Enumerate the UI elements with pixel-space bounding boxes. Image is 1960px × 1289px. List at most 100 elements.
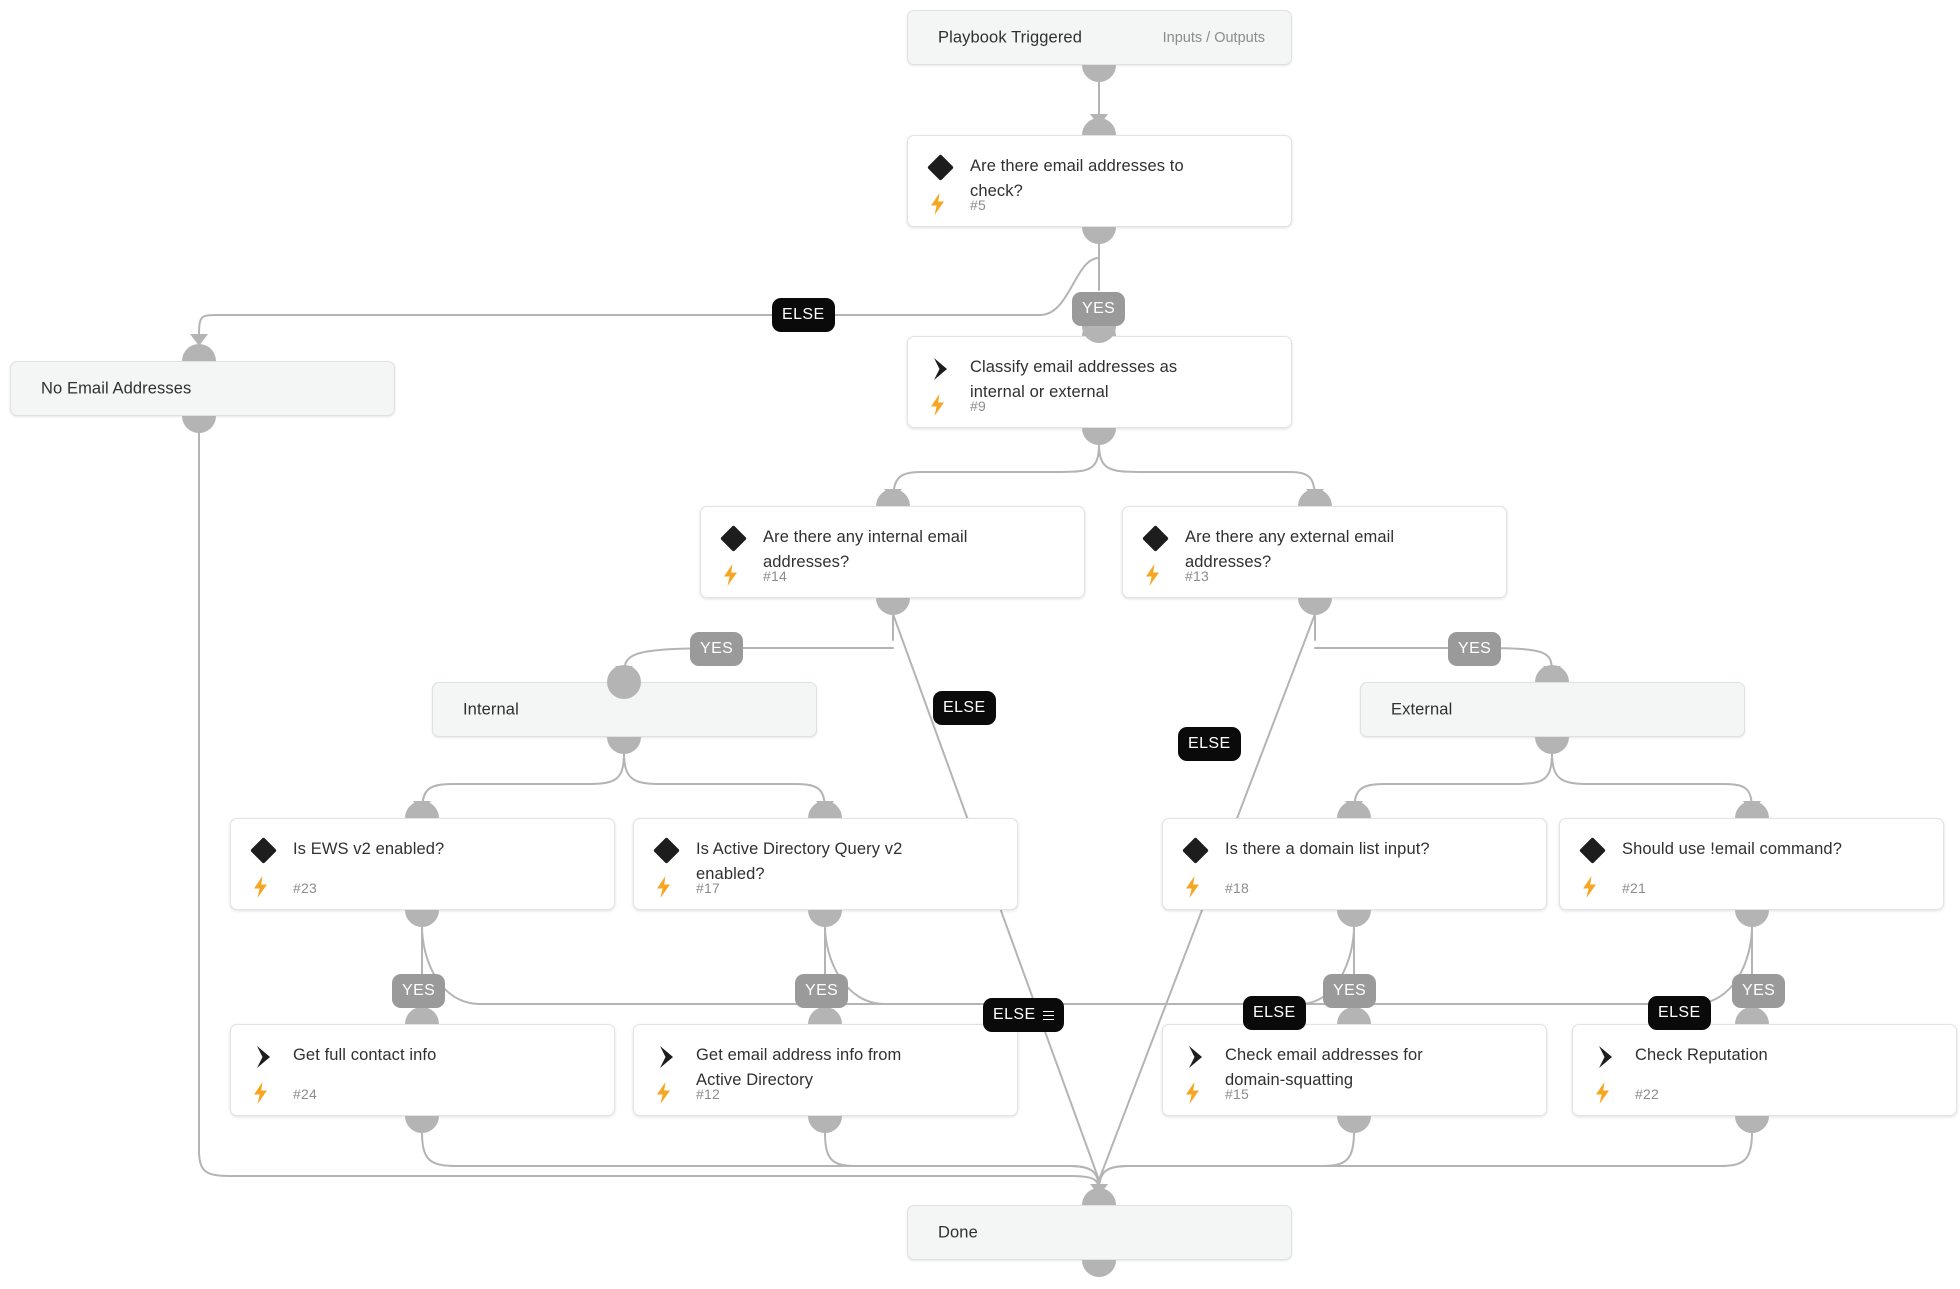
- diamond-icon: [653, 837, 680, 864]
- port-5-in[interactable]: [1082, 118, 1116, 135]
- badge-label: ELSE: [993, 1006, 1036, 1023]
- badge-yes-14[interactable]: YES: [690, 632, 744, 666]
- badge-yes-5[interactable]: YES: [1072, 292, 1126, 326]
- node-id-label: #24: [293, 1086, 317, 1102]
- condition-node-21[interactable]: #21 Should use !email command?: [1559, 818, 1944, 910]
- port-external-out[interactable]: [1535, 737, 1569, 754]
- task-node-24[interactable]: #24 Get full contact info: [230, 1024, 615, 1116]
- port-5-out[interactable]: [1082, 227, 1116, 244]
- external-section-node[interactable]: External: [1360, 682, 1745, 737]
- edge-9-to-14: [892, 443, 1100, 501]
- badge-else-21[interactable]: ELSE: [1648, 996, 1711, 1030]
- badge-else-13[interactable]: ELSE: [1178, 727, 1241, 761]
- badge-label: YES: [1458, 640, 1492, 657]
- port-17-out[interactable]: [808, 910, 842, 927]
- diamond-icon: [1579, 837, 1606, 864]
- badge-label: ELSE: [782, 306, 825, 323]
- lightning-bolt-icon: [1184, 1082, 1202, 1104]
- badge-else-5[interactable]: ELSE: [772, 298, 835, 332]
- port-17-in[interactable]: [808, 801, 842, 818]
- badge-yes-21[interactable]: YES: [1732, 974, 1786, 1008]
- port-24-out[interactable]: [405, 1116, 439, 1133]
- badge-yes-13[interactable]: YES: [1448, 632, 1502, 666]
- port-21-in[interactable]: [1735, 801, 1769, 818]
- node-id-label: #21: [1622, 880, 1646, 896]
- port-14-in[interactable]: [876, 489, 910, 506]
- node-title: Are there any external email addresses?: [1185, 528, 1395, 571]
- port-22-in[interactable]: [1735, 1007, 1769, 1024]
- badge-else-18[interactable]: ELSE: [1243, 996, 1306, 1030]
- edge-17-else: [824, 925, 1013, 1005]
- node-title: Is EWS v2 enabled?: [293, 840, 445, 858]
- diamond-icon: [1142, 525, 1169, 552]
- port-15-in[interactable]: [1337, 1007, 1371, 1024]
- badge-label: YES: [700, 640, 734, 657]
- lightning-bolt-icon: [1184, 876, 1202, 898]
- no-email-addresses-node[interactable]: No Email Addresses: [10, 361, 395, 416]
- port-23-in[interactable]: [405, 801, 439, 818]
- chevron-right-icon: [1185, 1045, 1207, 1069]
- lightning-bolt-icon: [252, 1082, 270, 1104]
- lightning-bolt-icon: [1581, 876, 1599, 898]
- port-done-out[interactable]: [1082, 1260, 1116, 1277]
- port-trigger-out[interactable]: [1082, 65, 1116, 82]
- diamond-icon: [927, 154, 954, 181]
- done-node[interactable]: Done: [907, 1205, 1292, 1260]
- port-done-in[interactable]: [1082, 1188, 1116, 1205]
- port-9-out[interactable]: [1082, 428, 1116, 445]
- port-external-in[interactable]: [1535, 665, 1569, 682]
- port-15-out[interactable]: [1337, 1116, 1371, 1133]
- badge-yes-17[interactable]: YES: [795, 974, 849, 1008]
- badge-yes-23[interactable]: YES: [392, 974, 446, 1008]
- port-13-out[interactable]: [1298, 598, 1332, 615]
- node-id-label: #13: [1185, 568, 1209, 584]
- port-internal-out[interactable]: [607, 737, 641, 754]
- menu-icon[interactable]: [1042, 1010, 1054, 1021]
- port-12-out[interactable]: [808, 1116, 842, 1133]
- port-12-in[interactable]: [808, 1007, 842, 1024]
- node-title: Classify email addresses as internal or …: [970, 358, 1178, 401]
- inputs-outputs-link[interactable]: Inputs / Outputs: [1162, 29, 1265, 46]
- port-14-out[interactable]: [876, 598, 910, 615]
- node-title: Get full contact info: [293, 1046, 437, 1064]
- badge-else-14[interactable]: ELSE: [933, 691, 996, 725]
- edge-15-to-done: [1098, 1131, 1355, 1191]
- badge-else-17[interactable]: ELSE: [983, 998, 1064, 1032]
- badge-label: YES: [402, 982, 436, 999]
- node-title: Should use !email command?: [1622, 840, 1842, 858]
- port-23-out[interactable]: [405, 910, 439, 927]
- badge-yes-18[interactable]: YES: [1323, 974, 1377, 1008]
- node-title: Done: [938, 1223, 978, 1241]
- lightning-bolt-icon: [929, 394, 947, 416]
- node-id-label: #18: [1225, 880, 1249, 896]
- port-24-in[interactable]: [405, 1007, 439, 1024]
- diamond-icon: [1182, 837, 1209, 864]
- chevron-right-icon: [656, 1045, 678, 1069]
- port-no-email-in[interactable]: [182, 344, 216, 361]
- port-22-out[interactable]: [1735, 1116, 1769, 1133]
- lightning-bolt-icon: [929, 193, 947, 215]
- port-13-in[interactable]: [1298, 489, 1332, 506]
- port-18-out[interactable]: [1337, 910, 1371, 927]
- badge-label: ELSE: [943, 699, 986, 716]
- node-title: External: [1391, 700, 1453, 718]
- port-18-in[interactable]: [1337, 801, 1371, 818]
- port-21-out[interactable]: [1735, 910, 1769, 927]
- edge-12-to-done: [824, 1131, 1100, 1191]
- edge-22-to-done: [1098, 1131, 1753, 1191]
- port-no-email-out[interactable]: [182, 416, 216, 433]
- port-internal-in[interactable]: [607, 665, 641, 682]
- chevron-right-icon: [253, 1045, 275, 1069]
